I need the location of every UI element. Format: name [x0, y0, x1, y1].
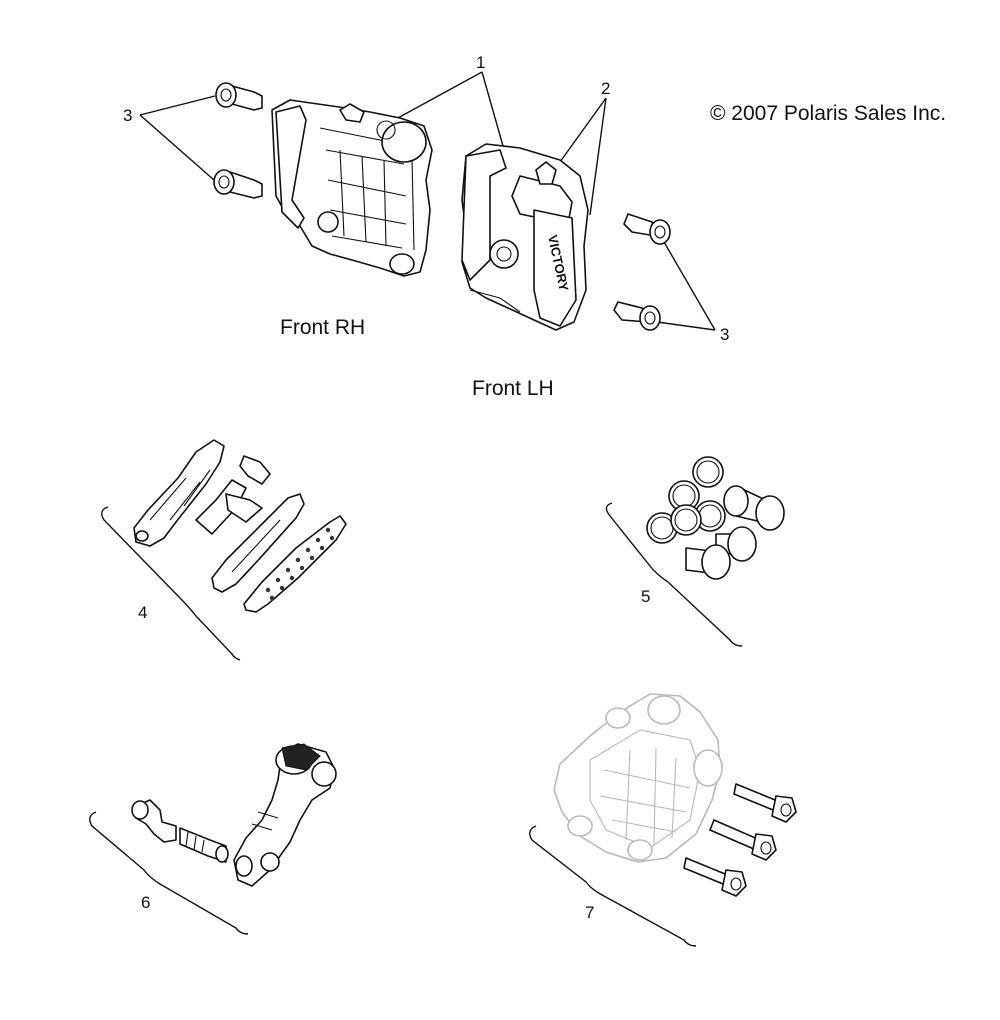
caliper-assembly-service	[553, 693, 723, 863]
piston-seal-kit	[646, 456, 785, 580]
callout-4: 4	[138, 603, 147, 622]
bracket-7	[529, 825, 697, 947]
caliper-assembly-bolts	[683, 783, 797, 897]
front-rh-caliper	[271, 99, 433, 277]
bracket-4	[101, 506, 241, 661]
callout-3-left: 3	[123, 106, 132, 125]
bracket-5	[605, 502, 743, 647]
caption-front-lh: Front LH	[472, 377, 554, 400]
front-lh-caliper: VICTORY	[461, 143, 589, 331]
caliper-mount-bracket	[131, 743, 337, 887]
caliper-bolt-upper-left	[215, 82, 263, 111]
callout-6: 6	[141, 893, 150, 912]
copyright-text: © 2007 Polaris Sales Inc.	[710, 102, 946, 125]
pad-shim-holes	[265, 527, 335, 601]
bracket-6	[89, 811, 249, 935]
callout-1: 1	[476, 53, 485, 72]
callout-7: 7	[585, 903, 594, 922]
callout-2: 2	[601, 79, 610, 98]
caliper-bolt-lower-right	[613, 301, 661, 331]
caliper-bolt-lower-left	[213, 169, 263, 199]
leader-lines	[139, 71, 716, 331]
callout-5: 5	[641, 587, 650, 606]
brake-pad-kit	[133, 439, 347, 613]
callout-3-right: 3	[720, 325, 729, 344]
caption-front-rh: Front RH	[280, 316, 365, 339]
caliper-bolt-upper-right	[623, 213, 671, 245]
